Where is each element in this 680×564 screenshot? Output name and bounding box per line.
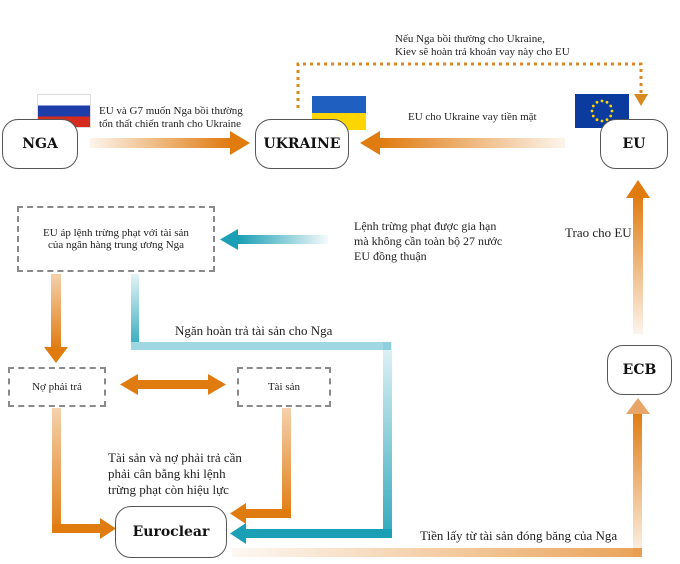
balance-label-line-1: Tài sản và nợ phải trả cần [108,450,242,465]
g7-label-line-1: EU và G7 muốn Nga bồi thường [99,105,243,117]
repay-label-line-2: Kiev sẽ hoàn trả khoản vay này cho EU [395,46,570,58]
assets-box: Tài sản [237,367,331,407]
sanction-box-line-2: của ngân hàng trung ương Nga [47,239,185,251]
repay-label-line-1: Nếu Nga bồi thường cho Ukraine, [395,33,545,45]
liabilities-to-euroclear-arrow [52,408,116,539]
ecb-to-eu-arrow [626,180,650,334]
extension-to-sanction-arrow [220,229,328,250]
g7-label: EU và G7 muốn Nga bồi thường tổn thất ch… [99,105,243,131]
euroclear-node: Euroclear [115,506,227,558]
euroclear-to-ecb-arrow [232,398,650,557]
ecb-node: ECB [607,345,672,395]
balance-label-line-3: trừng phạt còn hiệu lực [108,482,229,497]
liabilities-box: Nợ phải trả [8,367,106,407]
russia-node: NGA [2,119,78,169]
repayment-dotted-arrow [296,62,648,108]
balance-label-line-2: phải cân bằng khi lệnh [108,466,226,481]
block-return-label: Ngăn hoàn trả tài sản cho Nga [175,323,333,338]
extension-label-line-1: Lệnh trừng phạt được gia hạn [354,219,497,233]
assets-to-euroclear-arrow [230,408,291,524]
extension-label-line-3: EU đồng thuận [354,249,427,263]
eu-node: EU [600,119,668,169]
eu-stars-icon [590,99,614,123]
eu-loan-label: EU cho Ukraine vay tiền mặt [408,111,537,123]
block-return-arrow [131,274,392,544]
sanction-box: EU áp lệnh trừng phạt với tài sản của ng… [17,206,215,272]
g7-label-line-2: tổn thất chiến tranh cho Ukraine [99,118,242,130]
frozen-money-label: Tiền lấy từ tài sản đóng băng của Nga [420,528,618,543]
balance-label: Tài sản và nợ phải trả cần phải cân bằng… [108,450,242,498]
russia-to-ukraine-arrow [90,131,250,155]
repay-label: Nếu Nga bồi thường cho Ukraine, Kiev sẽ … [395,33,570,59]
liabilities-assets-double-arrow [120,374,226,395]
to-eu-label: Trao cho EU [565,225,632,240]
extension-label: Lệnh trừng phạt được gia hạn mà không cầ… [354,219,502,264]
extension-label-line-2: mà không cần toàn bộ 27 nước [354,234,503,248]
sanction-to-liabilities-arrow [44,274,68,363]
sanction-box-line-1: EU áp lệnh trừng phạt với tài sản [43,227,189,239]
eu-to-ukraine-arrow [360,131,565,155]
ukraine-node: UKRAINE [255,119,349,169]
